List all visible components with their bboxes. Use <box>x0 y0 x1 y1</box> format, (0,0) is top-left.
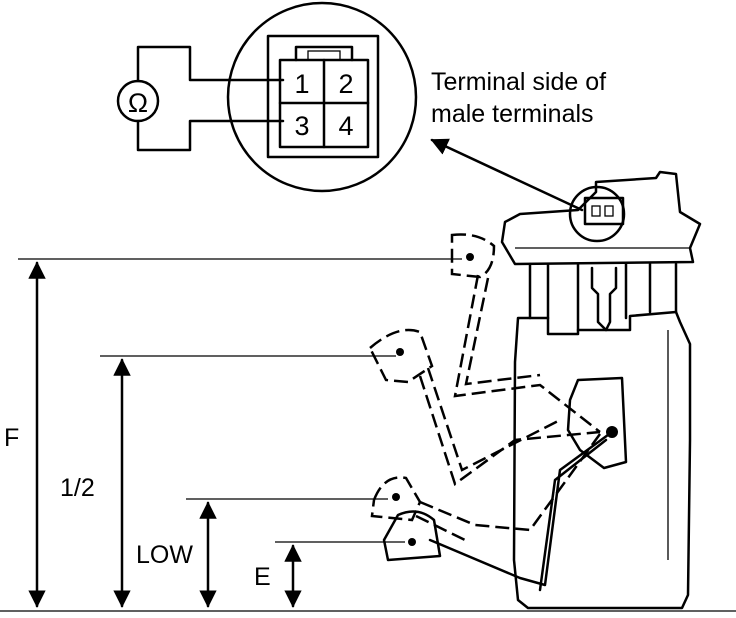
label-half: 1/2 <box>60 474 95 502</box>
connector-highlight-circle <box>568 185 626 243</box>
level-reference-lines <box>0 258 736 612</box>
pin-1: 1 <box>294 69 309 99</box>
lead-wire-2 <box>136 119 285 152</box>
fuel-pump-unit <box>500 170 702 610</box>
caption-leader-arrow <box>430 138 584 212</box>
caption-line-1: Terminal side of <box>431 68 606 96</box>
dimension-arrows <box>28 261 302 608</box>
float-arm-empty <box>382 430 614 592</box>
unit-connector <box>583 196 625 226</box>
float-arm-positions <box>368 233 602 542</box>
caption-line-2: male terminals <box>431 100 594 128</box>
pump-canister <box>512 310 692 610</box>
label-full: F <box>4 424 19 452</box>
pin-3: 3 <box>294 111 309 141</box>
pin-4: 4 <box>338 111 353 141</box>
connector-housing <box>266 34 380 159</box>
ohmmeter: Ω <box>116 45 285 152</box>
sender-housing <box>566 376 628 470</box>
label-empty: E <box>254 563 271 591</box>
connector-latch <box>294 45 354 62</box>
label-low: LOW <box>136 541 193 569</box>
connector-magnified-view: 1 2 3 4 <box>226 1 418 193</box>
pin-2: 2 <box>338 69 353 99</box>
ohm-symbol: Ω <box>128 88 148 118</box>
float-empty <box>382 510 442 562</box>
lead-wire-1 <box>136 45 285 83</box>
